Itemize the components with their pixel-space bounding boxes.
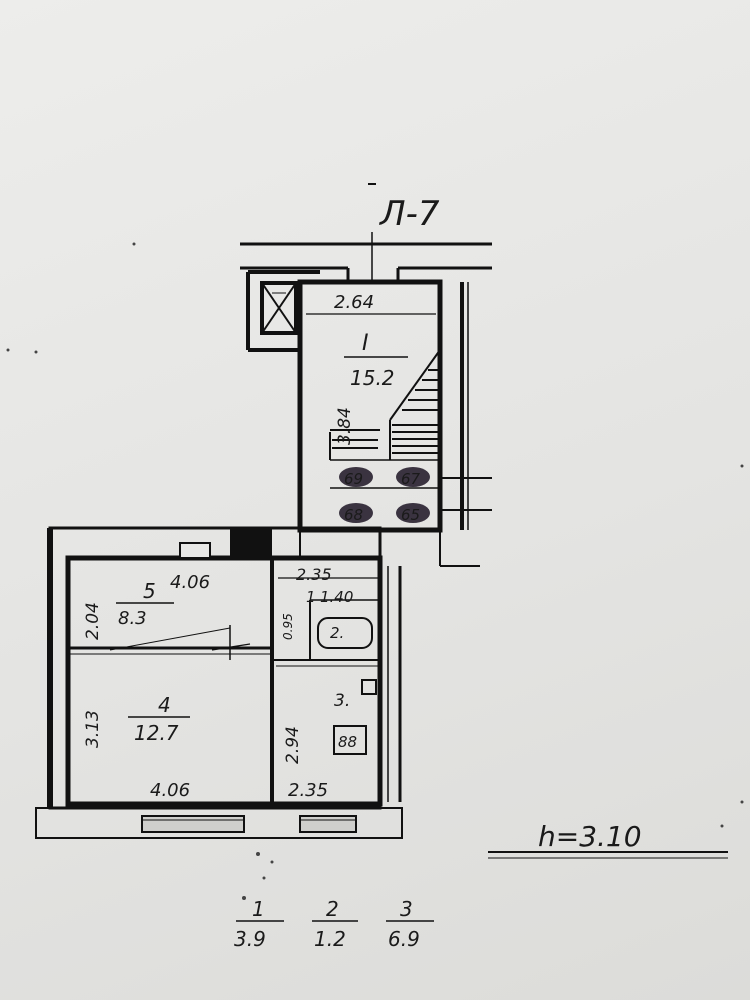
room-2-number: 2.: [330, 624, 344, 642]
room-5-area: 8.3: [118, 608, 147, 629]
room-3-depth: 2.94: [283, 726, 303, 764]
stair-number: I: [362, 331, 369, 356]
section-mark: Л-7: [368, 183, 440, 234]
apartment-walls: [35, 526, 403, 839]
summary-area-2: 1.2: [314, 927, 346, 951]
corridor-walls: [240, 232, 492, 282]
room-4-area: 12.7: [134, 721, 179, 745]
neighbour-walls: [299, 282, 492, 802]
stair-mark-3: 68: [344, 506, 363, 524]
summary-area-3: 6.9: [388, 927, 420, 951]
room-1-number: 1: [306, 588, 316, 606]
gas-meter-icon: [333, 725, 367, 755]
room-4-depth: 3.13: [83, 710, 103, 748]
ceiling-height: h=3.10: [488, 820, 728, 859]
stair-mark-2: 67: [401, 470, 421, 488]
room-3: 3. 88 2.94 2.35: [283, 691, 367, 801]
room-5: 4.06 5 8.3 2.04: [83, 572, 210, 640]
stair-mark-4: 65: [401, 506, 420, 524]
summary-room-3: 3: [400, 897, 413, 921]
staircase: [329, 349, 441, 489]
paper-specks: [6, 242, 744, 900]
stair-area: 15.2: [350, 366, 395, 390]
stair-width-dim: 2.64: [334, 292, 374, 313]
room-3-meter-label: 88: [338, 733, 357, 751]
stairwell: 2.64 I 15.2 3.84: [246, 270, 443, 533]
room-1-depth: 0.95: [281, 613, 295, 640]
stair-length-dim: 3.84: [335, 407, 355, 445]
room-5-number: 5: [143, 579, 156, 603]
vent-shaft-icon: [260, 281, 298, 335]
summary-area-1: 3.9: [234, 927, 266, 951]
room-1: 2.35 1 1.40 0.95: [281, 565, 353, 640]
summary-room-2: 2: [326, 897, 339, 921]
summary-room-1: 1: [252, 897, 265, 921]
room-3-width: 2.35: [288, 780, 328, 801]
room-5-depth: 2.04: [83, 602, 103, 640]
room-5-width: 4.06: [170, 572, 210, 593]
room-4-number: 4: [158, 693, 171, 717]
room-3-number: 3.: [334, 691, 350, 711]
room-1-top-width: 2.35: [296, 565, 332, 584]
ceiling-height-label: h=3.10: [538, 820, 642, 853]
stair-mark-1: 69: [344, 470, 363, 488]
section-mark-label: Л-7: [378, 194, 440, 234]
room-2: 2.: [330, 624, 344, 642]
room-1-width: 1.40: [320, 588, 353, 606]
room-4-width: 4.06: [150, 780, 190, 801]
room-4: 4 12.7 3.13 4.06: [83, 693, 190, 801]
area-summary: 1 3.9 2 1.2 3 6.9: [234, 897, 434, 951]
stair-marks: 69 67 68 65: [339, 467, 430, 524]
